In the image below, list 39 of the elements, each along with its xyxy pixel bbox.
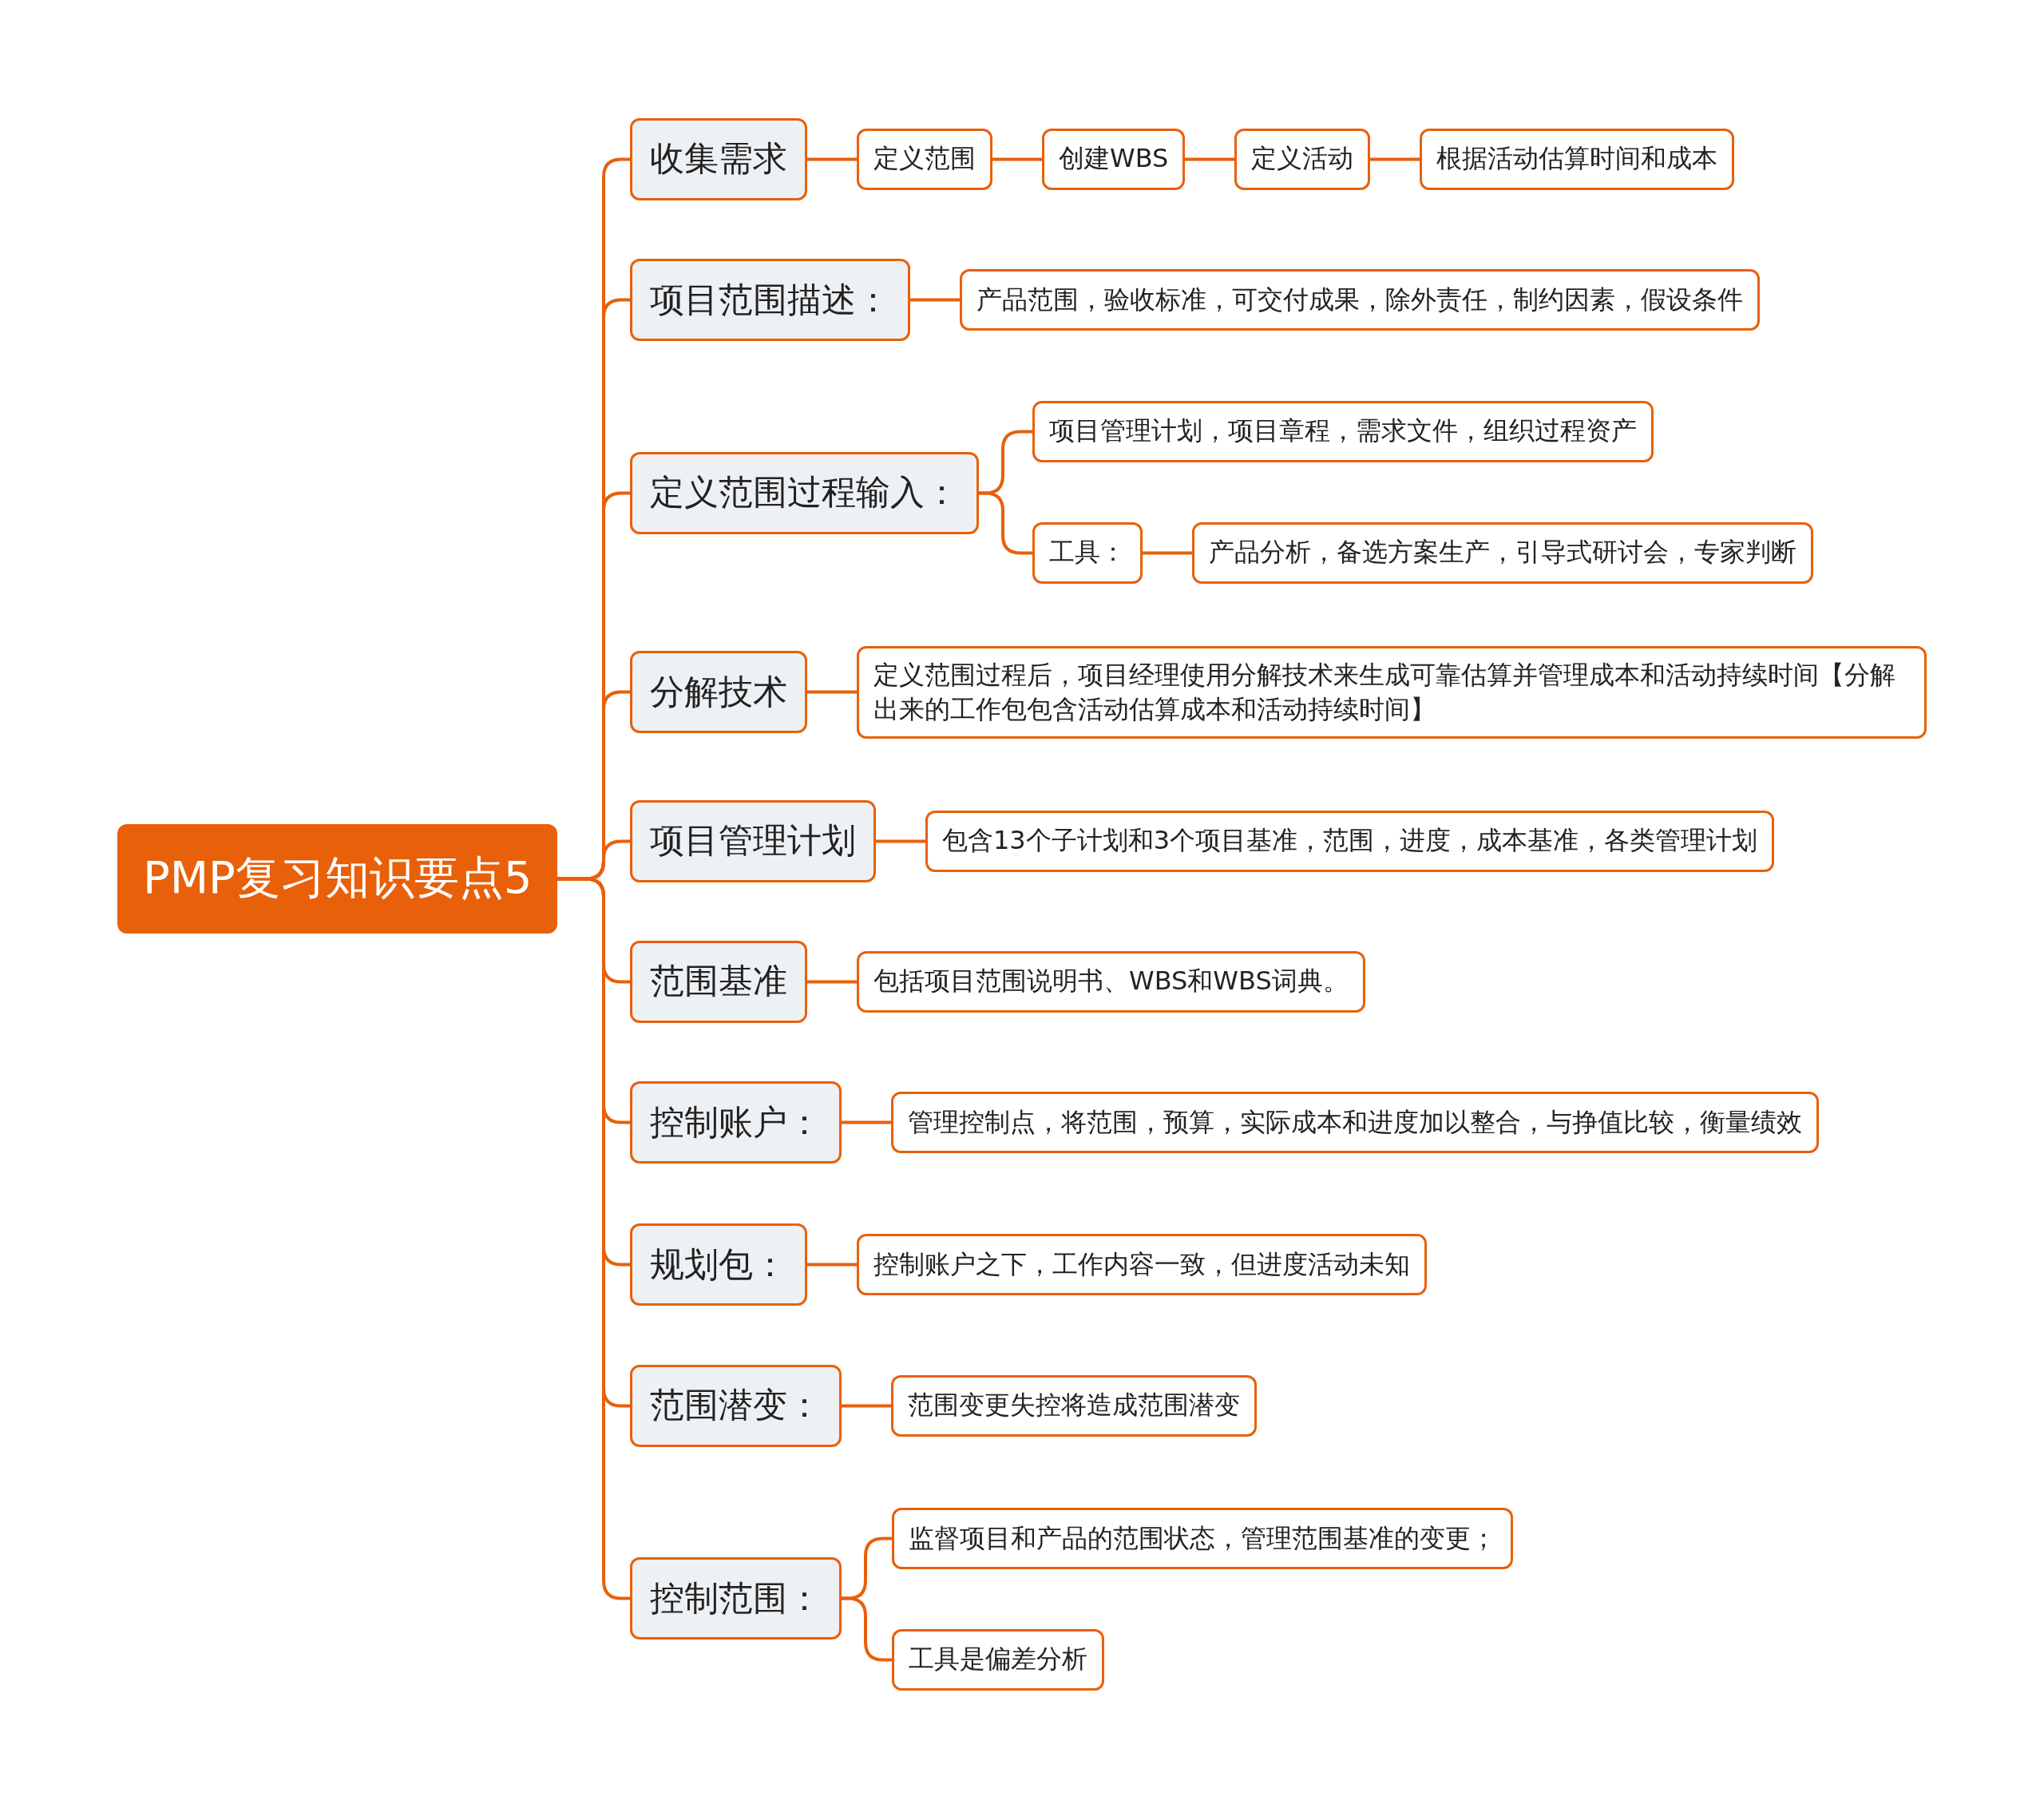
subtopic-box: 监督项目和产品的范围状态，管理范围基准的变更；	[891, 1508, 1513, 1570]
main-topic-box: 范围潜变：	[630, 1364, 842, 1447]
subtopic-box: 工具是偏差分析	[891, 1628, 1104, 1691]
connector-line	[910, 298, 960, 302]
subtopic-box: 包含13个子计划和3个项目基准，范围，进度，成本基准，各类管理计划	[925, 810, 1775, 872]
connector-line	[842, 1120, 891, 1124]
subtopic-box: 产品分析，备选方案生产，引导式研讨会，专家判断	[1192, 521, 1813, 584]
central-topic: PMP复习知识要点5	[117, 823, 558, 934]
subtopic-box: 范围变更失控将造成范围潜变	[891, 1374, 1257, 1437]
main-topic-box: 控制账户：	[630, 1081, 842, 1164]
main-topic-box: 分解技术	[630, 651, 807, 734]
subtopic-box: 控制账户之下，工作内容一致，但进度活动未知	[857, 1234, 1427, 1296]
main-topic-box: 规划包：	[630, 1223, 807, 1306]
subtopic-box: 根据活动估算时间和成本	[1420, 128, 1734, 190]
connector-line	[1370, 157, 1420, 161]
subtopic-box: 项目管理计划，项目章程，需求文件，组织过程资产	[1032, 400, 1654, 462]
subtopic-box: 创建WBS	[1042, 128, 1186, 190]
subtopic-box: 包括项目范围说明书、WBS和WBS词典。	[857, 950, 1365, 1013]
main-topic-box: 项目范围描述：	[630, 259, 910, 341]
connector-line	[807, 980, 857, 984]
subtopic-box: 定义范围	[857, 128, 992, 190]
connector-line	[842, 1404, 891, 1408]
connector-line	[876, 839, 925, 843]
main-topic-box: 定义范围过程输入：	[630, 451, 979, 534]
connector-line	[992, 157, 1042, 161]
main-topic-box: 控制范围：	[630, 1557, 842, 1640]
subtopic-box: 定义活动	[1234, 128, 1370, 190]
connector-line	[1143, 551, 1192, 555]
main-topic-box: 项目管理计划	[630, 799, 876, 882]
connector-line	[807, 690, 857, 694]
subtopic-box: 管理控制点，将范围，预算，实际成本和进度加以整合，与挣值比较，衡量绩效	[891, 1092, 1819, 1154]
main-topic-box: 收集需求	[630, 117, 807, 200]
subtopic-box: 定义范围过程后，项目经理使用分解技术来生成可靠估算并管理成本和活动持续时间【分解出来的工作包包含活动估算成本和活动持续时间】	[857, 645, 1927, 739]
main-topic-box: 范围基准	[630, 940, 807, 1023]
connector-line	[807, 1263, 857, 1267]
subtopic-box: 工具：	[1032, 521, 1143, 584]
connector-line	[807, 157, 857, 161]
subtopic-box: 产品范围，验收标准，可交付成果，除外责任，制约因素，假设条件	[960, 269, 1760, 331]
connector-line	[1185, 157, 1234, 161]
